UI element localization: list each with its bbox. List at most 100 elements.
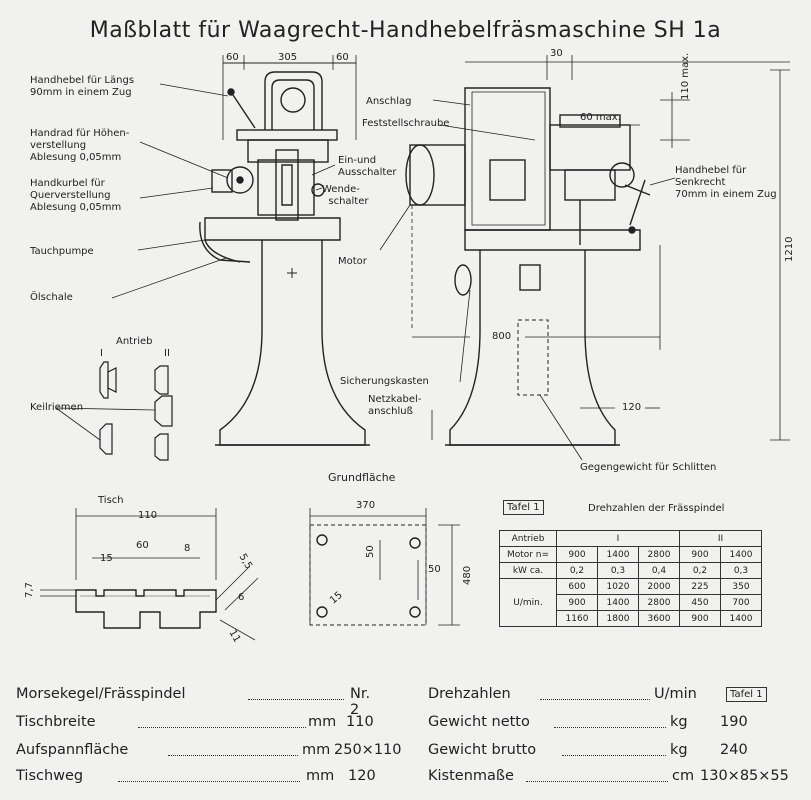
front-view-machine <box>111 55 370 446</box>
spec-gewicht-netto: Gewicht netto kg 190 <box>428 714 808 734</box>
table-cell: 900 <box>556 546 598 563</box>
spec-key: Gewicht brutto <box>428 742 537 758</box>
dim-tisch-110: 110 <box>138 510 158 521</box>
spec-key: Gewicht netto <box>428 714 530 730</box>
rpm-table: Antrieb I II Motor n= 900 1400 2800 900 … <box>499 530 762 627</box>
table-cell: 600 <box>556 578 598 595</box>
label-anschlag: Anschlag <box>366 96 412 107</box>
dim-50a: 50 <box>365 545 376 558</box>
dim-30: 30 <box>550 48 563 59</box>
dim-tisch-6: 6 <box>238 592 245 603</box>
table-cell: 0,2 <box>679 562 721 579</box>
spec-value: 120 <box>348 768 376 784</box>
table-cell: 1400 <box>720 546 762 563</box>
spec-unit: kg <box>670 742 688 758</box>
table-cell: U/min. <box>499 578 557 627</box>
label-wendeschalter: Wende- schalter <box>322 184 369 207</box>
table-cell: 0,4 <box>638 562 680 579</box>
dim-370: 370 <box>356 500 376 511</box>
dim-60max: 60 max. <box>580 112 621 123</box>
table-row: U/min. 600 1020 2000 225 350 <box>499 578 762 627</box>
label-sicherungskasten: Sicherungskasten <box>340 376 429 387</box>
label-keilriemen: Keilriemen <box>30 402 84 413</box>
spec-kistenmasse: Kistenmaße cm 130×85×55 <box>428 768 808 788</box>
dim-120: 120 <box>622 402 642 413</box>
table-row: Motor n= 900 1400 2800 900 1400 <box>499 546 762 563</box>
label-netzkabel: Netzkabel-anschluß <box>368 394 422 417</box>
table-cell: 1400 <box>597 594 639 611</box>
spec-unit: mm <box>308 714 337 730</box>
label-feststellschraube: Feststellschraube <box>362 118 450 129</box>
table-cell: 0,2 <box>556 562 598 579</box>
table-row: 1160 1800 3600 900 1400 <box>500 610 762 627</box>
dim-tisch-77: 7,7 <box>24 582 35 598</box>
table-cell: 0,3 <box>597 562 639 579</box>
dim-tisch-60: 60 <box>136 540 149 551</box>
table-cell: 1400 <box>597 546 639 563</box>
dim-110max: 110 max. <box>680 52 691 100</box>
spec-value: 250×110 <box>334 742 402 758</box>
spec-unit: mm <box>302 742 331 758</box>
label-grundflaeche: Grundfläche <box>328 471 396 484</box>
dim-800: 800 <box>492 331 512 342</box>
spec-key: Aufspannfläche <box>16 742 129 758</box>
tafel-caption: Drehzahlen der Frässpindel <box>588 503 725 514</box>
table-cell: Motor n= <box>499 546 557 563</box>
table-cell: II <box>679 530 762 547</box>
spec-unit: kg <box>670 714 688 730</box>
label-oelschale: Ölschale <box>30 292 73 303</box>
table-cell: 1020 <box>597 578 639 595</box>
spec-tischbreite: Tischbreite mm 110 <box>16 714 381 734</box>
table-profile <box>40 508 259 641</box>
spec-key: Tischweg <box>16 768 84 784</box>
label-tauchpumpe: Tauchpumpe <box>30 246 94 257</box>
table-cell: 2800 <box>638 546 680 563</box>
table-cell: 450 <box>679 594 721 611</box>
spec-value: 190 <box>720 714 748 730</box>
table-row: Antrieb I II <box>499 530 762 547</box>
spec-value: 240 <box>720 742 748 758</box>
table-cell: 900 <box>679 546 721 563</box>
dim-50b: 50 <box>428 564 441 575</box>
page-title: Maßblatt für Waagrecht-Handhebelfräsmasc… <box>89 18 722 43</box>
spec-key: Morsekegel/Frässpindel <box>16 686 186 702</box>
spec-tischweg: Tischweg mm 120 <box>16 768 381 788</box>
belt-drive-diagrams <box>55 361 173 461</box>
table-cell: 350 <box>720 578 762 595</box>
dim-305: 305 <box>278 52 298 63</box>
base-plan <box>309 508 460 626</box>
table-cell: 1800 <box>597 610 639 627</box>
table-cell: 1400 <box>720 610 762 627</box>
spec-drehzahlen: Drehzahlen U/min Tafel 1 <box>428 686 808 706</box>
spec-tafel-ref: Tafel 1 <box>726 687 767 702</box>
spec-value: 130×85×55 <box>700 768 789 784</box>
table-cell: 900 <box>679 610 721 627</box>
table-cell: 1160 <box>556 610 598 627</box>
label-antrieb-ii: II <box>164 348 170 359</box>
spec-aufspannflaeche: Aufspannfläche mm 250×110 <box>16 742 402 762</box>
label-gegengewicht: Gegengewicht für Schlitten <box>580 462 717 473</box>
label-motor: Motor <box>338 256 367 267</box>
spec-gewicht-brutto: Gewicht brutto kg 240 <box>428 742 808 762</box>
table-cell: 225 <box>679 578 721 595</box>
table-cell: 0,3 <box>720 562 762 579</box>
dim-480: 480 <box>462 565 473 585</box>
table-cell: 2000 <box>638 578 680 595</box>
table-row: kW ca. 0,2 0,3 0,4 0,2 0,3 <box>499 562 762 579</box>
label-tisch: Tisch <box>98 495 124 506</box>
table-cell: Antrieb <box>499 530 557 547</box>
table-cell: 900 <box>556 594 598 611</box>
spec-key: Drehzahlen <box>428 686 511 702</box>
spec-unit: U/min <box>654 686 697 702</box>
dim-tisch-15: 15 <box>100 553 113 564</box>
table-cell: 3600 <box>638 610 680 627</box>
spec-value: Nr. 2 <box>350 686 371 718</box>
dim-60-right: 60 <box>336 52 349 63</box>
spec-key: Kistenmaße <box>428 768 514 784</box>
tafel-tag: Tafel 1 <box>503 500 544 515</box>
